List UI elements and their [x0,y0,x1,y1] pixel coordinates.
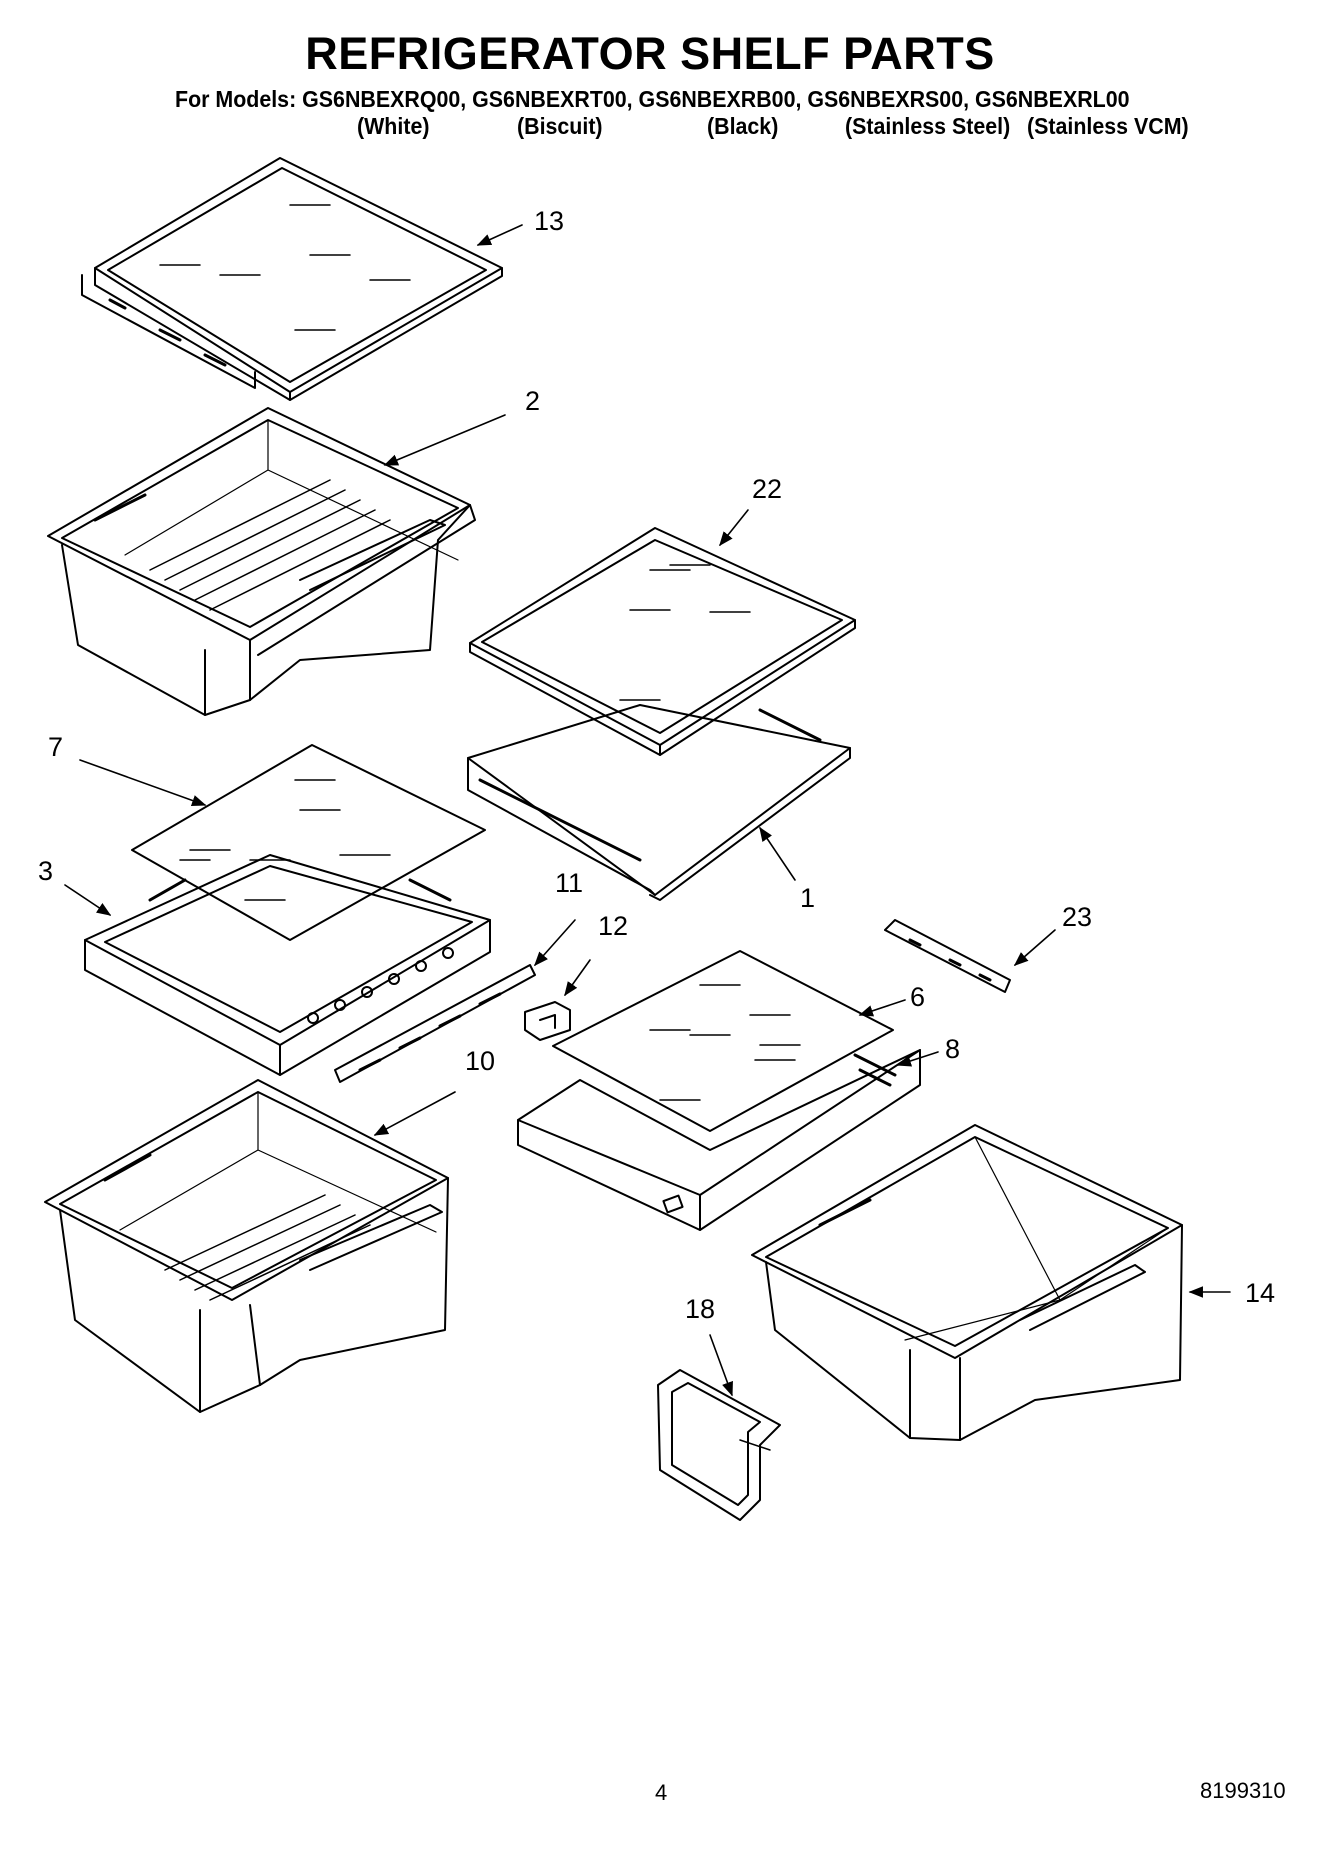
part-6-glass-panel [552,950,894,1132]
part-18-label-card [657,1369,781,1521]
page-header: REFRIGERATOR SHELF PARTS For Models: GS6… [0,0,1339,150]
part-8-crisper-cover-frame [517,1049,921,1231]
part-12-clip [524,1001,571,1041]
callout-23: 23 [1062,902,1092,932]
callout-18: 18 [685,1294,715,1324]
callout-14: 14 [1245,1278,1275,1308]
callout-6: 6 [910,982,925,1012]
part-14-crisper-drawer [751,1124,1183,1441]
variant-biscuit: (Biscuit) [517,113,603,139]
variant-black: (Black) [707,113,779,139]
variant-stainless-steel: (Stainless Steel) [845,113,1011,139]
part-23-rail [884,919,1011,993]
part-22-glass-shelf [469,527,856,756]
part-13-glass-shelf [81,157,503,401]
part-1-shelf-frame [467,704,851,901]
callout-13: 13 [534,206,564,236]
callout-11: 11 [555,868,583,898]
page-title: REFRIGERATOR SHELF PARTS [305,28,995,79]
page-number: 4 [655,1780,668,1805]
callout-12: 12 [598,911,628,941]
callout-leaders [64,224,1231,1397]
callout-7: 7 [48,732,63,762]
part-7-glass-panel [131,744,486,941]
document-number: 8199310 [1200,1778,1286,1803]
variant-stainless-vcm: (Stainless VCM) [1027,113,1189,139]
callout-8: 8 [945,1034,960,1064]
callout-labels: 13 2 22 7 1 3 11 12 23 6 8 10 14 18 [38,206,1275,1324]
part-3-crisper-cover-frame [84,854,491,1076]
variant-white: (White) [357,113,430,139]
callout-10: 10 [465,1046,495,1076]
models-line: For Models: GS6NBEXRQ00, GS6NBEXRT00, GS… [175,86,1130,112]
part-11-rail [334,964,536,1083]
callout-2: 2 [525,386,540,416]
callout-1: 1 [800,883,815,913]
model-variants: (White) (Biscuit) (Black) (Stainless Ste… [0,113,1339,143]
callout-22: 22 [752,474,782,504]
part-10-crisper-drawer [44,1079,449,1413]
part-2-crisper-drawer [47,407,476,716]
callout-3: 3 [38,856,53,886]
